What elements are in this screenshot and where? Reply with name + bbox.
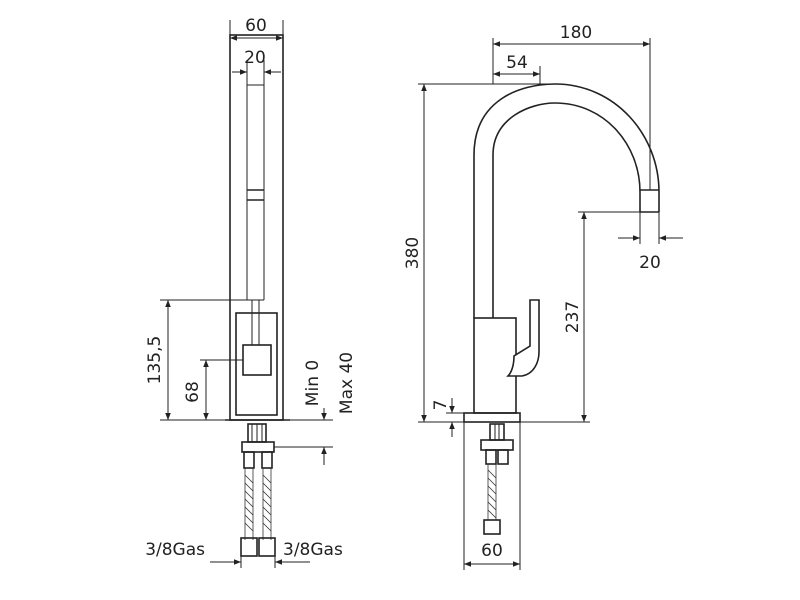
side-spout-outer	[473, 83, 660, 318]
side-body	[473, 317, 517, 414]
dim-side-offset-54: 54	[506, 53, 528, 73]
dim-side-outlet-20: 20	[639, 253, 661, 273]
side-base	[463, 412, 521, 423]
front-view: 60 20 135,5 68 Min 0 Max 40 3/8Gas 3/8Ga…	[145, 16, 357, 568]
front-braided-hoses	[240, 468, 276, 557]
side-spout-inner	[492, 102, 641, 318]
dim-side-outlet-237: 237	[563, 301, 583, 333]
front-lever	[242, 344, 272, 376]
dim-front-height-135-5: 135,5	[145, 336, 165, 385]
connection-label-left: 3/8Gas	[145, 540, 205, 560]
side-lever	[506, 299, 540, 377]
dim-side-reach-180: 180	[560, 23, 592, 43]
dim-front-width-60: 60	[245, 16, 267, 36]
dim-front-deck-max: Max 40	[337, 352, 357, 414]
side-view: 180 54 380 237 20 7 60	[403, 23, 683, 570]
connection-label-right: 3/8Gas	[283, 540, 343, 560]
dim-side-base-7: 7	[431, 400, 451, 411]
dim-front-lever-68: 68	[183, 381, 203, 403]
side-mounting-fittings	[480, 423, 514, 465]
dim-front-deck-min: Min 0	[303, 360, 323, 406]
front-spout-column	[229, 34, 284, 421]
dim-front-spout-20: 20	[244, 48, 266, 68]
front-body	[235, 312, 278, 416]
front-mounting-fittings	[241, 423, 275, 469]
dim-side-base-60: 60	[481, 541, 503, 561]
side-braided-hose	[483, 464, 501, 535]
dim-side-height-380: 380	[403, 237, 423, 269]
